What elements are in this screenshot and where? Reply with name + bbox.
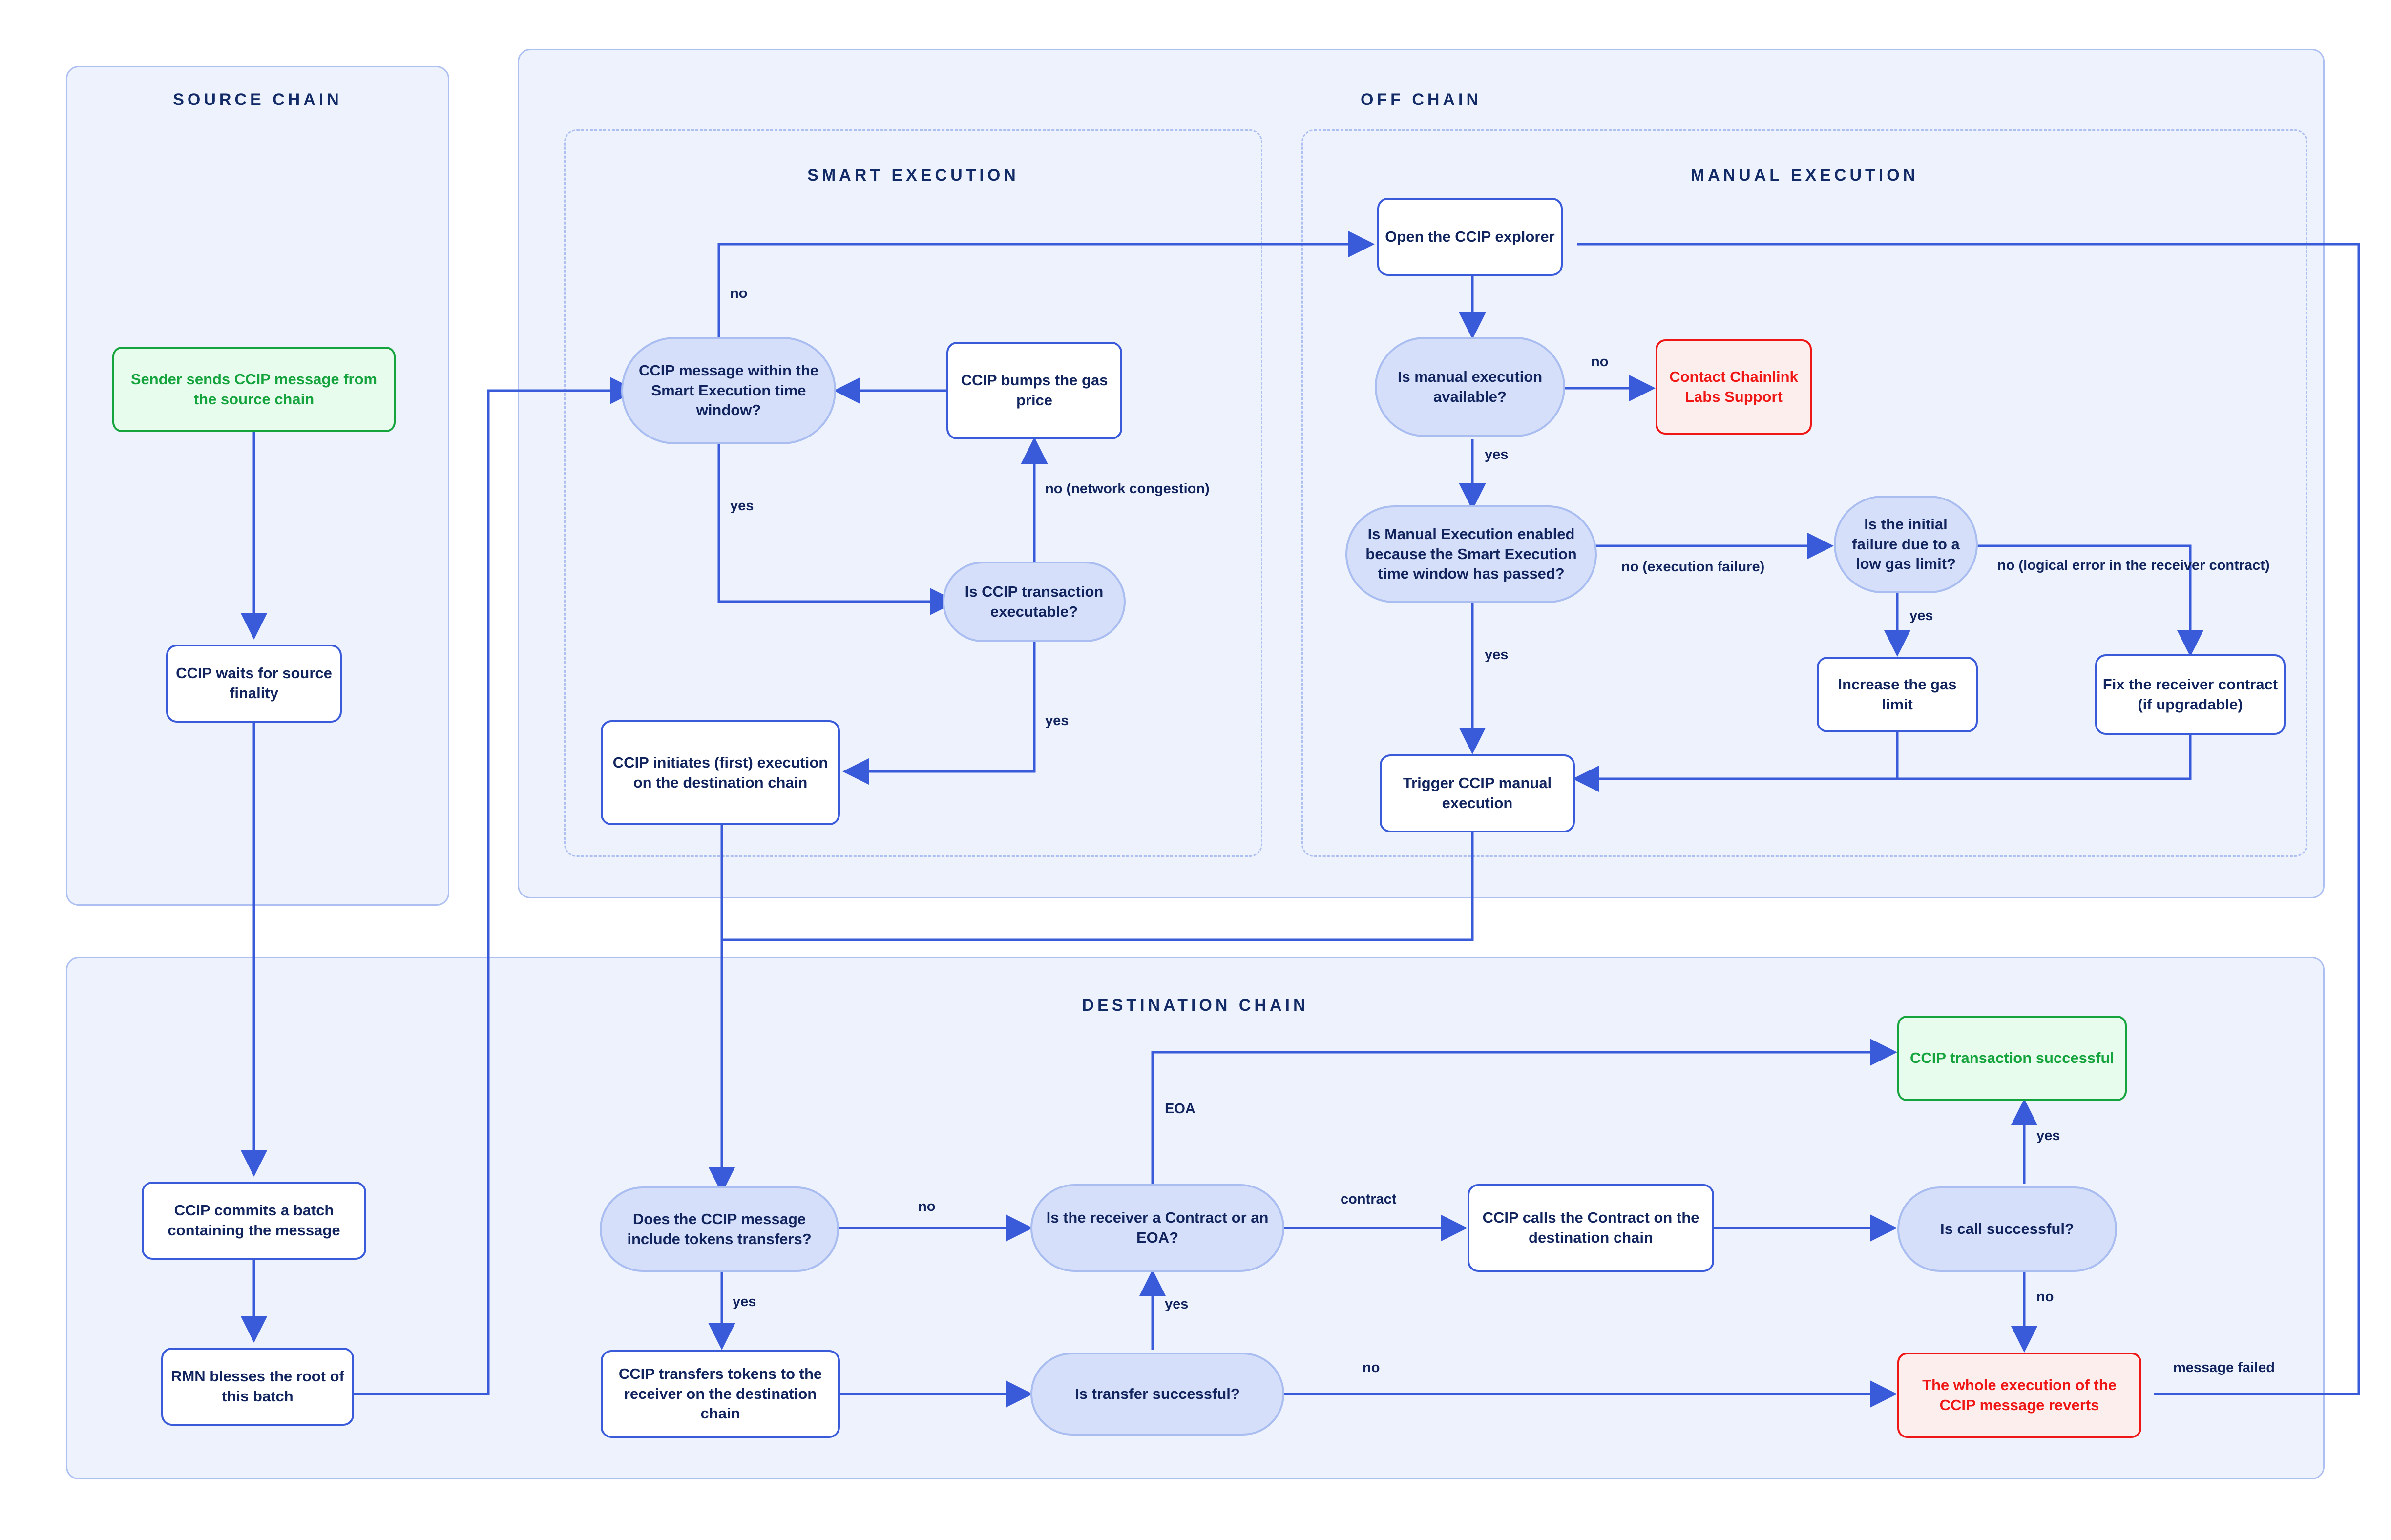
node-label: Is the receiver a Contract or an EOA? — [1046, 1209, 1269, 1246]
node-label: CCIP message within the Smart Execution … — [638, 361, 819, 419]
node-label: RMN blesses the root of this batch — [171, 1368, 344, 1405]
node-receiver-type[interactable]: Is the receiver a Contract or an EOA? — [1030, 1184, 1284, 1272]
edge-label-call-yes: yes — [2036, 1128, 2060, 1144]
wire-failure-no-to-fix — [1975, 544, 2204, 657]
edge-label-tokens-no: no — [918, 1199, 936, 1214]
panel-source-chain-title: SOURCE CHAIN — [173, 90, 342, 109]
node-tx-executable[interactable]: Is CCIP transaction executable? — [943, 562, 1126, 642]
edge-label-window-yes: yes — [730, 498, 754, 514]
node-manual-available[interactable]: Is manual execution available? — [1375, 337, 1565, 437]
panel-source-chain — [66, 66, 449, 906]
edge-label-transfer-no: no — [1363, 1360, 1380, 1375]
wire-receiver-eoa-to-success — [1151, 1039, 1897, 1186]
node-open-explorer[interactable]: Open the CCIP explorer — [1377, 198, 1563, 276]
node-commits-batch[interactable]: CCIP commits a batch containing the mess… — [142, 1182, 366, 1260]
node-initiates-execution[interactable]: CCIP initiates (first) execution on the … — [601, 720, 840, 825]
node-rmn-blesses[interactable]: RMN blesses the root of this batch — [161, 1348, 354, 1426]
panel-manual-execution-title: MANUAL EXECUTION — [1690, 166, 1919, 185]
wire-executable-yes-to-initiates — [842, 640, 1036, 785]
edge-label-gas-limit-yes: yes — [1909, 608, 1933, 624]
edge-label-call-no: no — [2036, 1289, 2054, 1305]
node-trigger-manual-execution[interactable]: Trigger CCIP manual execution — [1380, 754, 1575, 832]
node-label: Trigger CCIP manual execution — [1403, 774, 1552, 812]
edge-label-eoa: EOA — [1165, 1101, 1196, 1117]
node-sender-sends[interactable]: Sender sends CCIP message from the sourc… — [112, 347, 396, 432]
node-fix-receiver-contract[interactable]: Fix the receiver contract (if upgradable… — [2095, 654, 2286, 735]
edge-label-logical-error: no (logical error in the receiver contra… — [1997, 558, 2270, 573]
edge-label-window-no: no — [730, 286, 748, 301]
node-bumps-gas[interactable]: CCIP bumps the gas price — [946, 342, 1122, 439]
wire-fix-to-trigger — [1582, 732, 2192, 780]
node-label: Fix the receiver contract (if upgradable… — [2102, 675, 2278, 713]
edge-label-execution-failure: no (execution failure) — [1621, 559, 1765, 575]
node-label: The whole execution of the CCIP message … — [1922, 1376, 2117, 1414]
edge-label-tokens-yes: yes — [733, 1294, 756, 1310]
node-label: Is CCIP transaction executable? — [965, 583, 1104, 620]
node-label: CCIP bumps the gas price — [961, 372, 1108, 409]
node-manual-enabled[interactable]: Is Manual Execution enabled because the … — [1345, 505, 1597, 603]
node-transaction-successful[interactable]: CCIP transaction successful — [1897, 1016, 2127, 1101]
edge-label-executable-yes: yes — [1045, 713, 1069, 728]
node-label: Increase the gas limit — [1838, 675, 1957, 713]
edge-label-transfer-yes: yes — [1165, 1296, 1189, 1312]
node-label: Open the CCIP explorer — [1385, 228, 1555, 245]
panel-off-chain-title: OFF CHAIN — [1360, 90, 1482, 109]
wire-window-no-to-explorer — [717, 230, 1375, 352]
node-label: Sender sends CCIP message from the sourc… — [130, 370, 378, 408]
node-calls-contract[interactable]: CCIP calls the Contract on the destinati… — [1468, 1184, 1714, 1272]
wire-revert-to-explorer — [1577, 243, 2360, 1395]
node-transfer-successful[interactable]: Is transfer successful? — [1030, 1353, 1284, 1436]
node-label: Is call successful? — [1940, 1220, 2074, 1238]
node-execution-reverts[interactable]: The whole execution of the CCIP message … — [1897, 1353, 2141, 1438]
edge-label-contract: contract — [1341, 1191, 1397, 1207]
panel-manual-execution — [1301, 129, 2307, 857]
node-label: Contact Chainlink Labs Support — [1669, 368, 1798, 405]
node-label: Is manual execution available? — [1397, 368, 1543, 405]
node-transfers-tokens[interactable]: CCIP transfers tokens to the receiver on… — [601, 1350, 840, 1438]
node-label: CCIP initiates (first) execution on the … — [612, 753, 828, 791]
node-label: Is transfer successful? — [1075, 1385, 1240, 1402]
node-label: Does the CCIP message include tokens tra… — [627, 1210, 812, 1248]
node-label: CCIP transaction successful — [1909, 1049, 2115, 1067]
panel-smart-execution-title: SMART EXECUTION — [807, 166, 1019, 185]
node-waits-finality[interactable]: CCIP waits for source finality — [166, 645, 342, 723]
node-label: Is Manual Execution enabled because the … — [1365, 525, 1577, 583]
edge-label-manual-no: no — [1591, 354, 1609, 370]
node-label: CCIP waits for source finality — [176, 665, 332, 702]
wire-trigger-down — [722, 806, 1474, 941]
wire-rmn-to-window — [353, 377, 637, 1395]
node-increase-gas-limit[interactable]: Increase the gas limit — [1817, 657, 1978, 732]
node-label: Is the initial failure due to a low gas … — [1852, 515, 1960, 573]
node-call-successful[interactable]: Is call successful? — [1897, 1186, 2117, 1272]
node-includes-tokens[interactable]: Does the CCIP message include tokens tra… — [600, 1186, 839, 1272]
edge-label-network-congestion: no (network congestion) — [1045, 481, 1210, 497]
node-msg-within-window[interactable]: CCIP message within the Smart Execution … — [621, 337, 836, 444]
node-label: CCIP transfers tokens to the receiver on… — [618, 1365, 822, 1422]
node-initial-failure[interactable]: Is the initial failure due to a low gas … — [1834, 496, 1978, 593]
panel-destination-chain-title: DESTINATION CHAIN — [1082, 996, 1309, 1015]
edge-label-manual-yes: yes — [1485, 447, 1509, 462]
edge-label-manual-enabled-yes: yes — [1485, 647, 1509, 663]
node-contact-support[interactable]: Contact Chainlink Labs Support — [1656, 339, 1812, 435]
panel-smart-execution — [564, 129, 1262, 857]
wire-window-yes-to-executable — [717, 430, 957, 615]
node-label: CCIP calls the Contract on the destinati… — [1482, 1209, 1699, 1246]
node-label: CCIP commits a batch containing the mess… — [168, 1202, 340, 1239]
wire-gas-to-trigger — [1573, 732, 1899, 792]
edge-label-message-failed: message failed — [2173, 1360, 2275, 1375]
